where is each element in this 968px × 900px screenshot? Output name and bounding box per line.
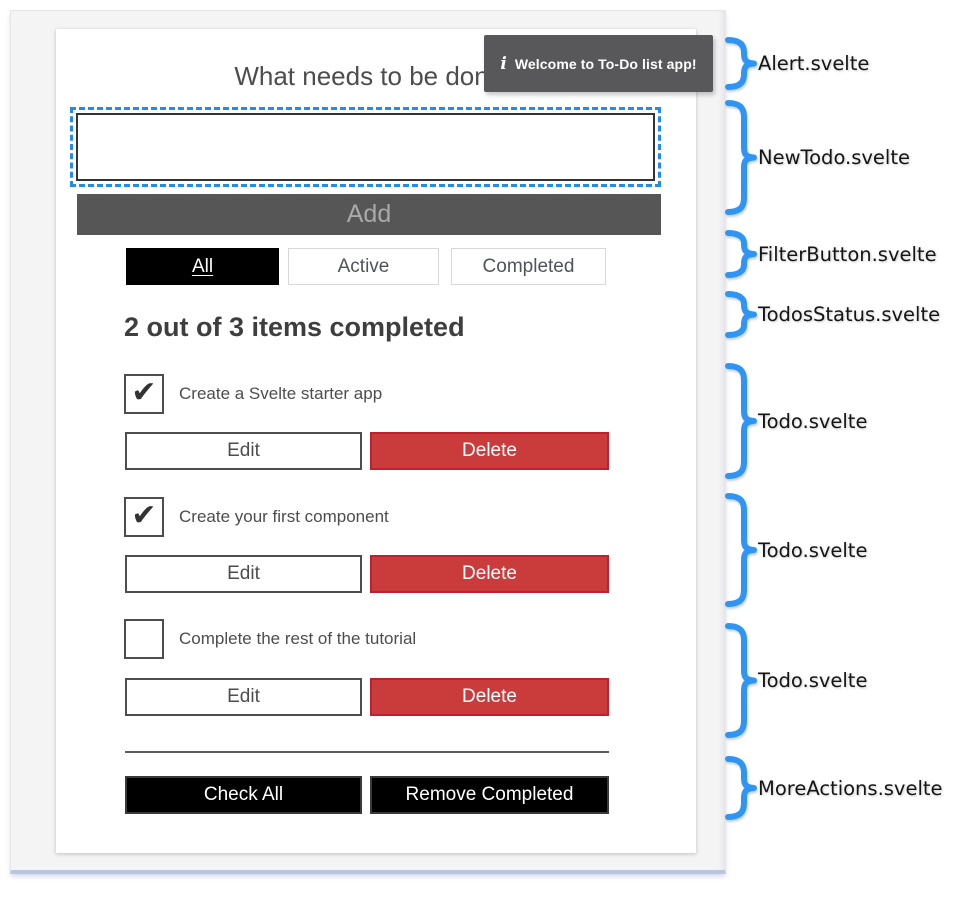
remove-completed-button[interactable]: Remove Completed: [370, 776, 609, 814]
annotation-newtodo: NewTodo.svelte: [722, 100, 910, 215]
brace-icon: [725, 291, 757, 338]
todo-label: Complete the rest of the tutorial: [179, 629, 417, 648]
todo-checkbox[interactable]: ✔: [124, 497, 164, 537]
todo-label: Create a Svelte starter app: [179, 384, 383, 403]
brace-icon: [725, 623, 757, 738]
add-button[interactable]: Add: [77, 194, 661, 235]
todo-card: What needs to be done? Add All Active Co…: [56, 29, 696, 853]
annotation-label: Todo.svelte: [758, 409, 868, 433]
delete-button[interactable]: Delete: [370, 432, 609, 470]
check-all-button[interactable]: Check All: [125, 776, 362, 814]
annotation-label: MoreActions.svelte: [758, 776, 943, 800]
alert-message: Welcome to To-Do list app!: [514, 55, 697, 72]
page-title: What needs to be done?: [234, 61, 518, 91]
todos-status-heading: 2 out of 3 items completed: [124, 312, 465, 342]
new-todo-input[interactable]: [70, 107, 661, 187]
info-icon: i: [500, 53, 507, 74]
annotation-filterbutton: FilterButton.svelte: [722, 230, 937, 278]
filter-button-active[interactable]: Active: [288, 248, 439, 285]
annotation-todo-2: Todo.svelte: [722, 493, 867, 607]
annotation-label: Todo.svelte: [758, 538, 868, 562]
annotation-alert: Alert.svelte: [722, 37, 869, 90]
annotation-label: NewTodo.svelte: [758, 146, 910, 169]
edit-button[interactable]: Edit: [125, 432, 362, 470]
annotation-todo-3: Todo.svelte: [722, 623, 867, 738]
edit-button[interactable]: Edit: [125, 555, 362, 593]
brace-icon: [725, 756, 757, 820]
brace-icon: [725, 100, 757, 215]
annotation-moreactions: MoreActions.svelte: [722, 756, 943, 820]
delete-button[interactable]: Delete: [370, 678, 609, 716]
checkmark-icon: ✔: [131, 498, 157, 533]
alert-toast: i Welcome to To-Do list app!: [484, 35, 713, 92]
todo-checkbox[interactable]: ✔: [124, 619, 164, 659]
annotation-todo-1: Todo.svelte: [722, 363, 867, 479]
todo-checkbox[interactable]: ✔: [124, 374, 164, 414]
annotation-label: FilterButton.svelte: [758, 242, 937, 266]
annotation-label: Alert.svelte: [758, 52, 870, 75]
edit-button[interactable]: Edit: [125, 678, 362, 716]
todos-divider: [125, 751, 609, 753]
brace-icon: [725, 363, 757, 479]
filter-button-completed[interactable]: Completed: [451, 248, 606, 285]
app-frame: What needs to be done? Add All Active Co…: [10, 10, 726, 874]
annotation-label: TodosStatus.svelte: [758, 303, 941, 326]
filter-button-all[interactable]: All: [126, 248, 279, 285]
delete-button[interactable]: Delete: [370, 555, 609, 593]
checkmark-icon: ✔: [131, 375, 157, 410]
brace-icon: [725, 230, 757, 278]
todo-label: Create your first component: [179, 507, 389, 526]
brace-icon: [725, 493, 757, 607]
annotation-todosstatus: TodosStatus.svelte: [722, 291, 940, 338]
brace-icon: [725, 37, 757, 90]
annotation-label: Todo.svelte: [758, 669, 868, 692]
